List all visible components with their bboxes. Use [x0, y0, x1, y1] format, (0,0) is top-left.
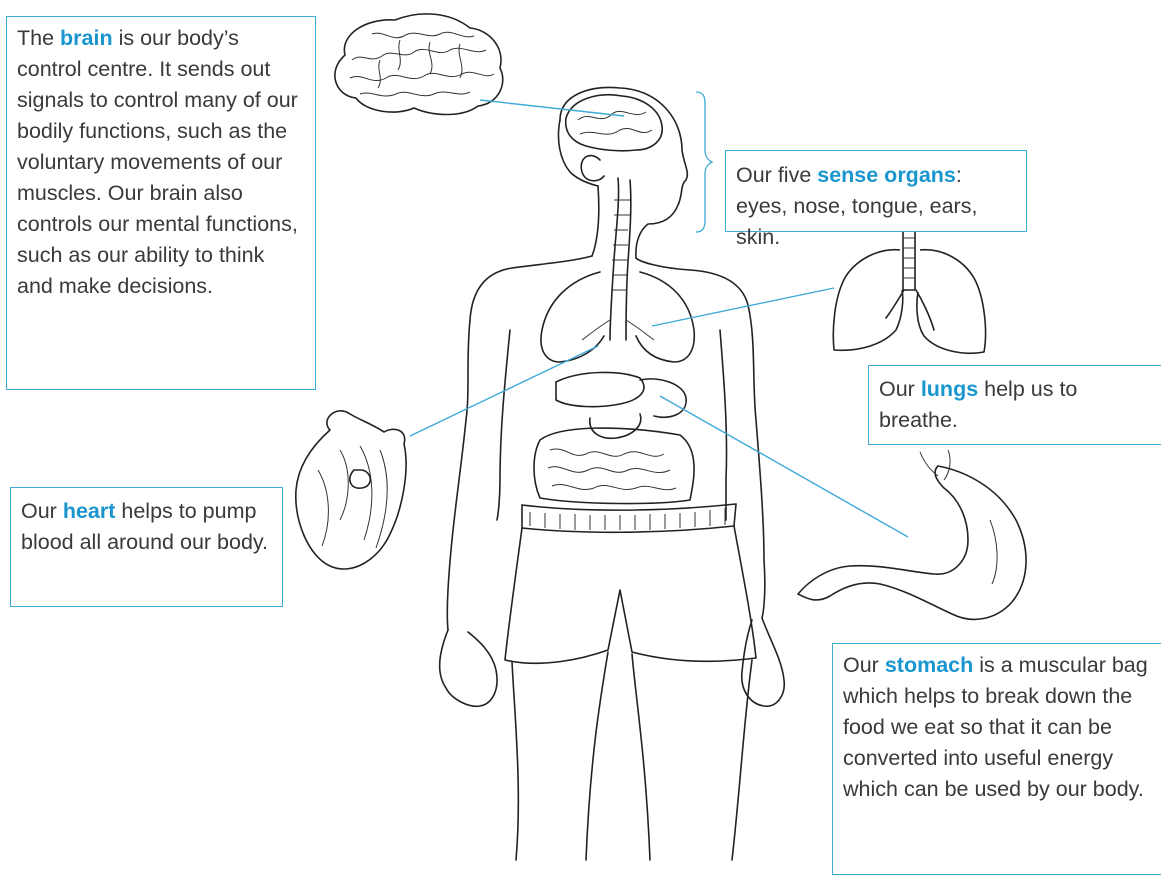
stomach-callout: Our stomach is a muscular bag which help… — [832, 643, 1161, 875]
stomach-drawing — [798, 450, 1026, 619]
heart-term: heart — [63, 499, 116, 523]
stomach-callout-prefix: Our — [843, 653, 885, 677]
brain-callout-prefix: The — [17, 26, 60, 50]
heart-pointer — [410, 346, 598, 436]
stomach-term: stomach — [885, 653, 973, 677]
brain-callout-text: is our body’s control centre. It sends o… — [17, 26, 298, 298]
sense-organs-brace — [696, 92, 712, 232]
brain-pointer — [480, 100, 624, 116]
brain-drawing — [335, 14, 503, 115]
heart-drawing — [296, 411, 406, 569]
sense-organs-term: sense organs — [817, 163, 956, 187]
brain-callout: The brain is our body’s control centre. … — [6, 16, 316, 390]
brain-term: brain — [60, 26, 113, 50]
lungs-callout: Our lungs help us to breathe. — [868, 365, 1161, 445]
heart-callout-prefix: Our — [21, 499, 63, 523]
lungs-callout-prefix: Our — [879, 377, 921, 401]
lungs-term: lungs — [921, 377, 978, 401]
heart-callout: Our heart helps to pump blood all around… — [10, 487, 283, 607]
sense-organs-callout-prefix: Our five — [736, 163, 817, 187]
sense-organs-callout: Our five sense organs: eyes, nose, tongu… — [725, 150, 1027, 232]
